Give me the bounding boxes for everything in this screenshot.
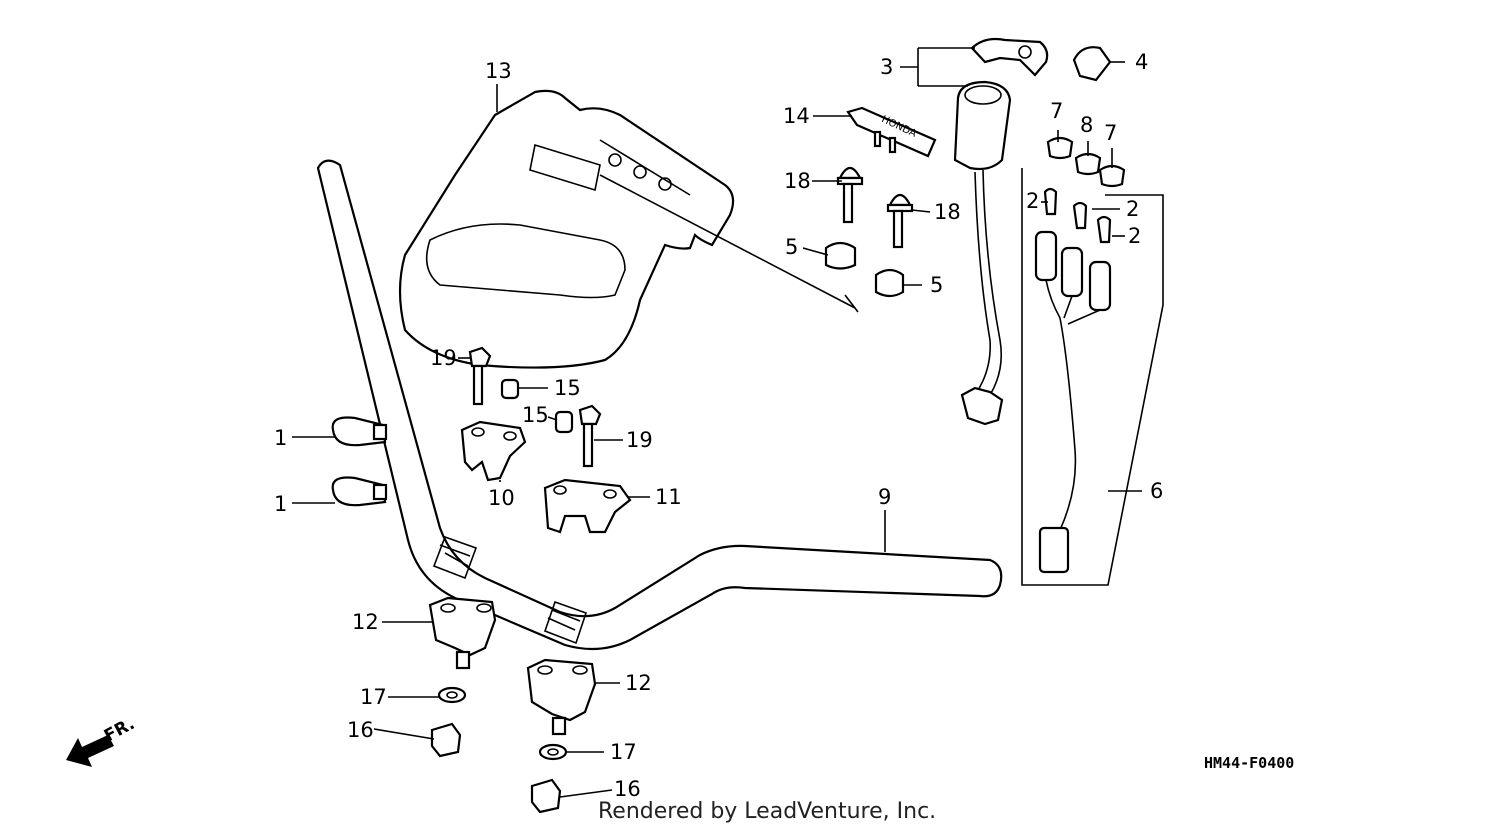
callout-16: 16: [347, 718, 374, 742]
footer-credit: Rendered by LeadVenture, Inc.: [598, 799, 936, 824]
band-clamp[interactable]: [331, 476, 388, 507]
callout-18: 18: [784, 169, 811, 193]
lower-holder[interactable]: [526, 658, 597, 736]
callout-14: 14: [783, 104, 810, 128]
terminal[interactable]: [1043, 187, 1058, 216]
callout-5: 5: [930, 273, 943, 297]
callout-17: 17: [610, 740, 637, 764]
collar[interactable]: [554, 410, 574, 434]
callout-2: 2: [1026, 189, 1039, 213]
grommet[interactable]: [824, 241, 857, 270]
emblem[interactable]: HONDA: [846, 106, 937, 158]
terminal[interactable]: [1096, 215, 1112, 244]
callout-2: 2: [1128, 224, 1141, 248]
washer[interactable]: [538, 743, 568, 761]
callout-15: 15: [522, 403, 549, 427]
callout-1: 1: [274, 492, 287, 516]
callout-7: 7: [1050, 99, 1063, 123]
collar[interactable]: [500, 378, 520, 400]
switch-cap[interactable]: [1072, 46, 1112, 82]
callout-16: 16: [614, 777, 641, 801]
socket-cap[interactable]: [1098, 164, 1126, 188]
callout-19: 19: [430, 346, 457, 370]
band-clamp[interactable]: [331, 416, 388, 447]
callout-3: 3: [880, 55, 893, 79]
screw[interactable]: [836, 166, 864, 224]
drawing-code: HM44-F0400: [1204, 754, 1294, 772]
callout-8: 8: [1080, 113, 1093, 137]
callout-2: 2: [1126, 197, 1139, 221]
callout-13: 13: [485, 59, 512, 83]
callout-15: 15: [554, 376, 581, 400]
callout-17: 17: [360, 685, 387, 709]
callouts: 1 1 2 2 2 3 4 5 5 6 7 8 7 9 10 11 12 12 …: [274, 50, 1163, 801]
ignition-switch[interactable]: [953, 80, 1012, 426]
screw[interactable]: [886, 193, 914, 249]
callout-9: 9: [878, 485, 891, 509]
front-direction-arrow: FR.: [66, 714, 138, 767]
handlebar-cover[interactable]: [398, 89, 735, 369]
upper-holder[interactable]: [543, 478, 632, 534]
callout-10: 10: [488, 486, 515, 510]
flange-bolt[interactable]: [578, 404, 602, 468]
flange-nut[interactable]: [530, 778, 562, 814]
callout-1: 1: [274, 426, 287, 450]
callout-4: 4: [1135, 50, 1148, 74]
callout-7: 7: [1104, 121, 1117, 145]
leader-lines: [292, 47, 1142, 798]
flange-bolt[interactable]: [468, 346, 492, 406]
terminal[interactable]: [1072, 201, 1088, 230]
callout-12: 12: [625, 671, 652, 695]
callout-18: 18: [934, 200, 961, 224]
key-set[interactable]: [970, 37, 1049, 77]
callout-11: 11: [655, 485, 682, 509]
handlebar[interactable]: [316, 159, 1003, 651]
callout-12: 12: [352, 610, 379, 634]
callout-5: 5: [785, 235, 798, 259]
callout-19: 19: [626, 428, 653, 452]
washer[interactable]: [437, 686, 467, 704]
upper-holder[interactable]: [460, 420, 527, 482]
flange-nut[interactable]: [430, 722, 462, 758]
sub-harness[interactable]: [1034, 230, 1112, 574]
callout-6: 6: [1150, 479, 1163, 503]
socket-cap[interactable]: [1074, 152, 1102, 176]
socket-cap[interactable]: [1046, 136, 1074, 160]
grommet[interactable]: [874, 268, 905, 298]
lower-holder[interactable]: [428, 596, 497, 670]
